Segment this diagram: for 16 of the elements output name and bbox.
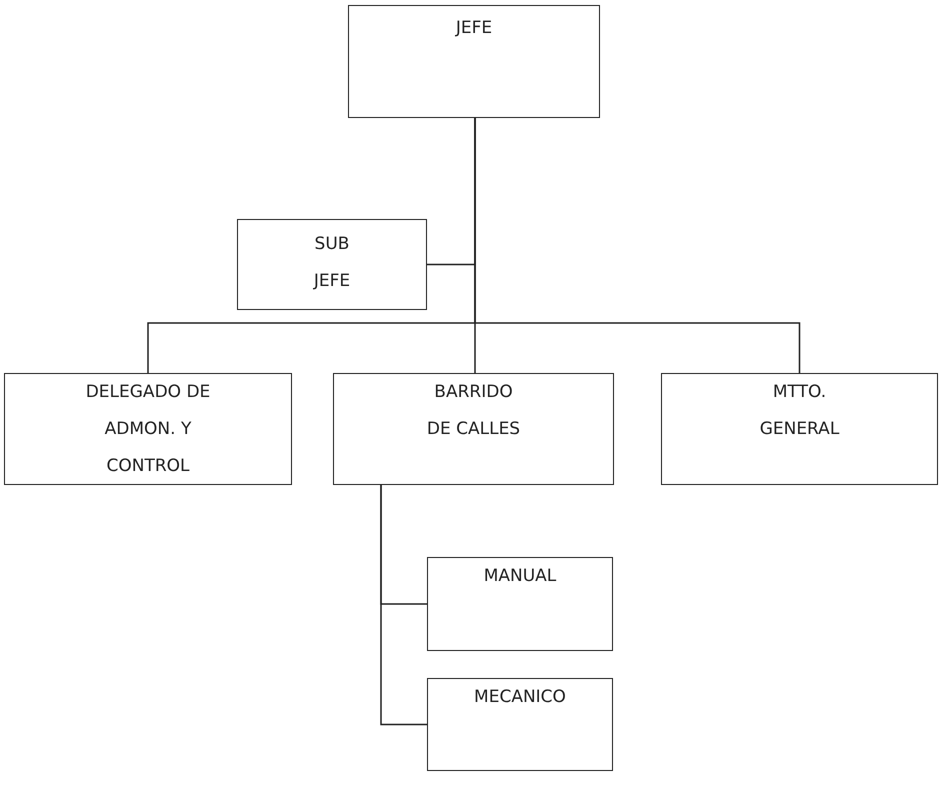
org-box — [348, 5, 600, 118]
org-box — [333, 373, 614, 485]
org-box — [4, 373, 292, 485]
org-box — [661, 373, 938, 485]
org-box — [427, 678, 613, 771]
box-label: DELEGADO DE ADMON. Y CONTROL — [84, 381, 212, 478]
connector-line — [380, 485, 427, 726]
box-label: SUB JEFE — [312, 233, 352, 293]
box-label: MTTO. GENERAL — [758, 381, 840, 441]
box-label: MANUAL — [482, 565, 558, 588]
box-label: JEFE — [454, 17, 494, 40]
org-box — [237, 219, 427, 310]
org-box — [427, 557, 613, 651]
connector-line — [474, 118, 800, 373]
box-label: MECANICO — [473, 686, 567, 709]
box-label: BARRIDO DE CALLES — [426, 381, 522, 441]
